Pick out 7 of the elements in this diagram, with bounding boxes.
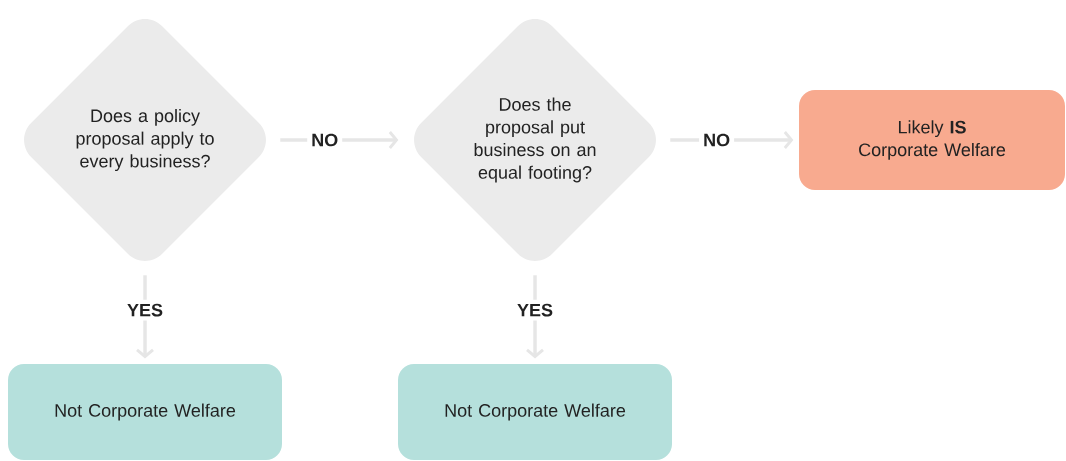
edge-label: YES bbox=[513, 299, 557, 321]
result-box: Not Corporate Welfare bbox=[398, 364, 672, 460]
edge-label: NO bbox=[699, 129, 735, 151]
result-box: Likely IS Corporate Welfare bbox=[799, 90, 1065, 190]
edge-label: YES bbox=[123, 299, 167, 321]
result-box: Not Corporate Welfare bbox=[8, 364, 282, 460]
edge-label: NO bbox=[307, 129, 343, 151]
